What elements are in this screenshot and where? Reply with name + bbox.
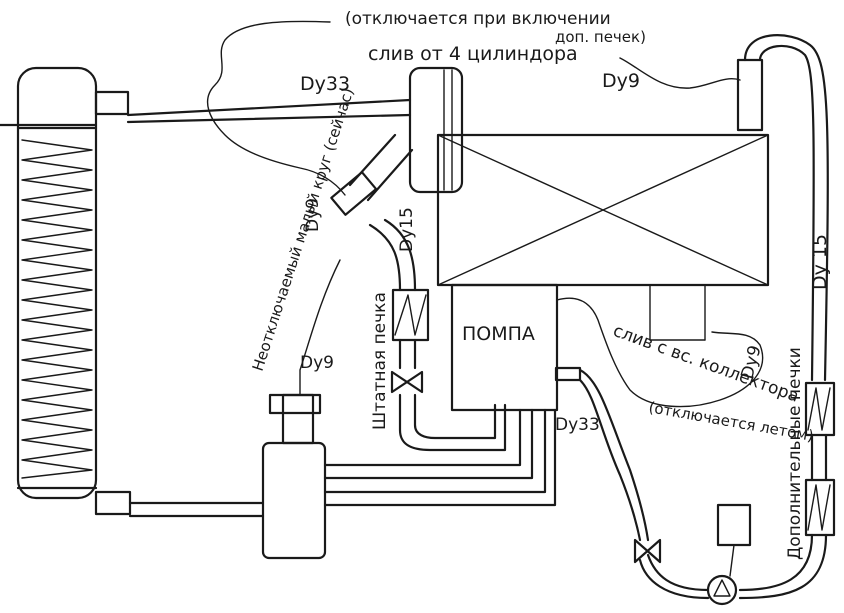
pump-inlet-hose	[323, 408, 534, 480]
extra-heater-2	[804, 478, 836, 537]
aux-valve	[633, 538, 662, 564]
stock-heater-valve-body	[390, 370, 424, 394]
engine-block	[436, 133, 770, 341]
stock-heater-zigzag	[394, 294, 427, 336]
pump-inlet-hose-2	[323, 408, 557, 507]
stock-heater-valve	[390, 370, 424, 394]
label-dy9-left-vertical: Dy9	[303, 198, 323, 232]
aux-pump-wire	[729, 544, 735, 577]
stock-heater-supply	[368, 218, 417, 292]
label-top-note-2: доп. печек)	[555, 28, 646, 46]
extra-heater-1-body	[804, 381, 836, 437]
extra-heater-return	[738, 533, 828, 600]
label-top-note-1: (отключается при включении	[345, 9, 611, 29]
upper-hose	[0, 98, 412, 127]
small-circuit-pipe	[348, 133, 414, 202]
label-dy15-right: Dy 15	[809, 234, 831, 290]
aux-pump	[706, 574, 738, 606]
pump-label: ПОМПА	[462, 323, 535, 345]
radiator	[16, 66, 132, 516]
stock-heater	[391, 288, 430, 342]
stock-heater-return	[398, 393, 507, 452]
small-circuit-valve-body	[330, 171, 378, 216]
tee-valve-cap	[268, 393, 322, 415]
extra-heater-supply-nozzle	[736, 58, 764, 132]
label-small-circuit: Неотключаемый малый круг (сейчас)	[249, 86, 358, 374]
small-circuit-valve	[330, 171, 378, 216]
thermostat-housing	[408, 66, 464, 194]
label-dy33-top: Dy33	[300, 73, 350, 95]
thermostat-body	[408, 66, 464, 194]
extra-heater-link	[810, 433, 828, 482]
stock-heater-outlet	[398, 338, 417, 370]
engine-body	[436, 133, 770, 287]
pump-outlet-nozzle	[554, 366, 582, 382]
extra-heater-1	[804, 381, 836, 437]
radiator-zigzag	[21, 139, 93, 479]
leader-drain-4cyl	[619, 57, 741, 89]
label-drain-4cyl: слив от 4 цилиндора	[368, 43, 578, 65]
extra-heater-2-body	[804, 478, 836, 537]
aux-valve-body	[633, 538, 662, 564]
pump-body	[450, 283, 559, 412]
label-dy9-top: Dy9	[602, 70, 640, 92]
pump: ПОМПА	[450, 283, 582, 412]
tee-block	[261, 393, 327, 560]
lower-hose	[128, 501, 265, 518]
stock-heater-body	[391, 288, 430, 342]
tee-valve-stem	[281, 393, 315, 445]
aux-pump-arrow	[713, 579, 731, 597]
extra-heater-1-zigzag	[807, 387, 831, 431]
tee-body	[261, 441, 327, 560]
label-dy9-left: Dy9	[300, 353, 334, 373]
label-stock-heater: Штатная печка	[370, 292, 390, 430]
aux-pump-controller	[716, 503, 752, 547]
extra-heater-2-zigzag	[807, 484, 831, 531]
radiator-upper-nozzle	[94, 90, 130, 116]
label-drain-collector: слив с вс. коллектора	[610, 321, 801, 407]
radiator-body	[16, 66, 98, 500]
radiator-lower-nozzle	[94, 490, 132, 516]
aux-hose-from-pump	[578, 368, 650, 542]
label-dy15-mid: Dy15	[397, 207, 417, 252]
engine-cross-2	[437, 134, 769, 286]
label-dy33-bottom: Dy33	[555, 415, 600, 435]
extra-heater-supply	[743, 34, 829, 382]
label-extra-heaters: Дополнительные печки	[785, 347, 805, 560]
aux-pump-hose	[638, 553, 710, 600]
leader-top-note	[206, 20, 346, 196]
small-circuit-return	[299, 259, 341, 396]
leader-drain-collector	[556, 297, 764, 408]
